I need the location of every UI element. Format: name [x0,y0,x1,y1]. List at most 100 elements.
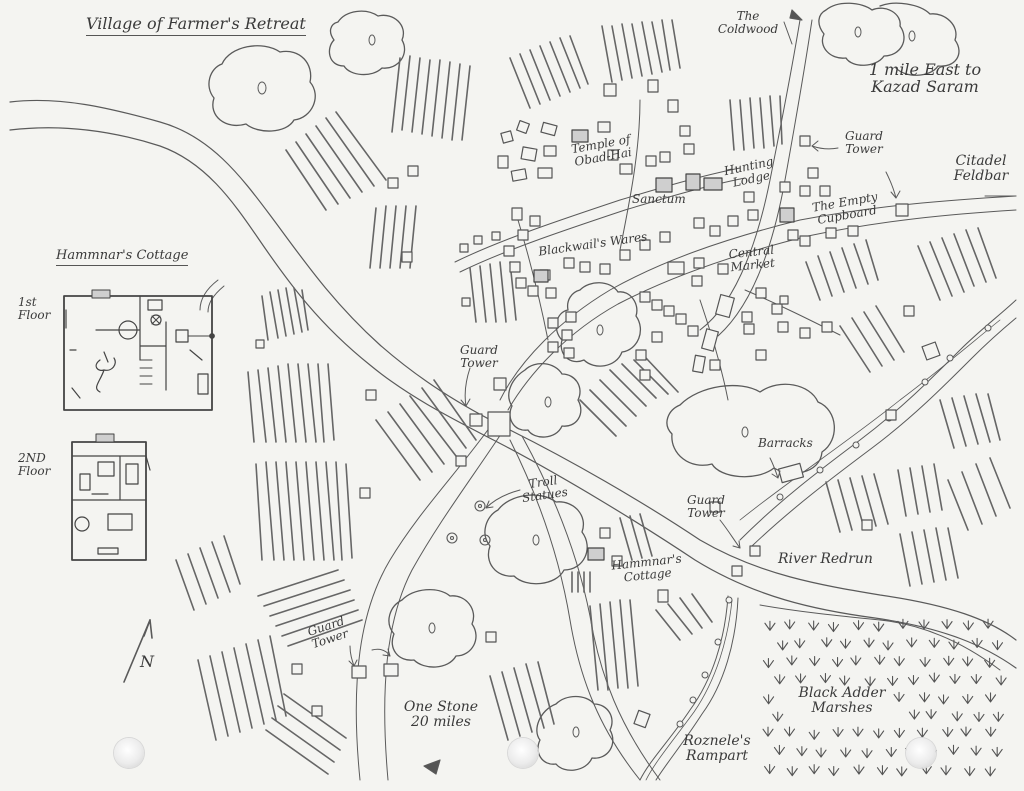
marsh-tuft [827,621,840,633]
marsh-tuft [786,766,798,777]
marsh-tuft [828,766,840,777]
marsh-tuft [908,709,920,720]
marsh-tuft [928,672,940,683]
marsh-tuft [808,729,820,740]
marsh-tuft [984,766,996,777]
marsh-tuft [918,619,930,630]
label-sanctum: Sanctum [632,192,686,206]
marsh-tuft [772,711,784,722]
marsh-tuft [764,763,776,775]
marsh-tuft [925,709,937,720]
marsh-tuft [951,711,963,722]
label-arrows [348,21,1017,667]
marsh-tuft [764,620,776,631]
marsh-tuft [893,727,905,738]
special-buildings [533,129,795,561]
marsh-tuft [887,675,899,686]
marsh-tuft [774,674,786,685]
compass-north-label: N [140,652,154,671]
cottage-plan-floor2 [71,433,151,561]
label-guard-tower-e: Guard Tower [687,493,725,520]
marsh-tuft [783,726,796,737]
label-guard-tower-ne: Guard Tower [845,129,883,156]
marsh-tuft [873,728,885,739]
marsh-tuft [763,694,775,705]
marsh-tuft [832,727,844,738]
marsh-tuft [808,620,820,631]
label-barracks: Barracks [758,436,813,450]
marsh-tuft [918,692,931,703]
marsh-tuft [948,639,960,650]
marsh-tuft [916,727,928,738]
marsh-tuft [941,619,953,630]
map-title: Village of Farmer's Retreat [86,15,306,36]
marsh-tuft [919,657,931,668]
marsh-tuft [937,694,950,705]
marsh-tuft [962,693,974,705]
marsh-tuft [962,656,974,667]
marsh-tuft [773,744,785,755]
marsh-tuft [893,691,905,702]
marsh-tuft [906,637,918,648]
marsh-tuft [839,638,852,649]
binder-hole-center [508,738,538,768]
marsh-tuft [970,745,982,756]
marsh-tuft [949,673,961,684]
marsh-tuft [861,748,873,759]
marsh-tuft [808,764,820,775]
marsh-tuft [964,766,976,777]
marsh-tuft [853,764,865,775]
marsh-tuft [907,675,920,686]
marsh-tuft [942,726,954,738]
marsh-tuft [852,620,865,631]
label-the-coldwood: The Coldwood [717,9,779,36]
marsh-tuft [928,637,940,648]
marsh-tuft [794,638,806,649]
cottage-plan-title: Hammnar's Cottage [56,249,189,266]
marsh-tuft [943,655,955,666]
trees [208,2,960,771]
marsh-tuft [863,637,875,648]
marsh-tuft [893,656,905,667]
marsh-tuft [815,747,827,758]
label-roznele-rampart: Roznele's Rampart [683,733,751,764]
marsh-tuft [840,747,852,758]
marsh-tuft [973,711,985,723]
marsh-tuft [850,655,862,666]
marsh-tuft [962,620,974,631]
rampart-stream [639,595,739,781]
cottage-plan-floor1 [63,289,215,411]
marsh-edge [759,604,1001,671]
stream-east [739,299,1017,547]
marsh-tuft [762,726,774,737]
troll-statues-marks [446,500,491,546]
map-markers [423,9,803,775]
marsh-tuft [991,746,1003,757]
label-black-adder-marshes: Black Adder Marshes [798,685,886,716]
marsh-tuft [984,692,997,703]
floor-2-label: 2ND Floor [18,451,51,478]
marsh-tuft [852,726,864,737]
marsh-tuft [947,744,960,755]
label-river-redrun: River Redrun [778,551,873,567]
compass-arrow [123,619,153,683]
marsh-tuft [960,726,972,737]
river-redrun [9,99,1017,669]
marsh-tuft [971,637,983,648]
marsh-tuft [876,765,888,776]
binder-hole-right [906,738,936,768]
marsh-tuft [991,640,1004,651]
marsh-tuft [819,672,832,684]
label-guard-tower-w: Guard Tower [460,343,498,370]
marsh-tuft [784,619,796,630]
floor-1-label: 1st Floor [18,295,51,322]
marsh-tufts [762,618,1007,777]
label-citadel-feldbar: Citadel Feldbar [953,153,1009,184]
marsh-tuft [984,657,996,668]
marsh-tuft [985,726,997,737]
marsh-tuft [995,675,1007,686]
label-kazad-saram: 1 mile East to Kazad Saram [868,60,982,96]
marsh-tuft [864,676,876,687]
marsh-tuft [809,656,821,667]
